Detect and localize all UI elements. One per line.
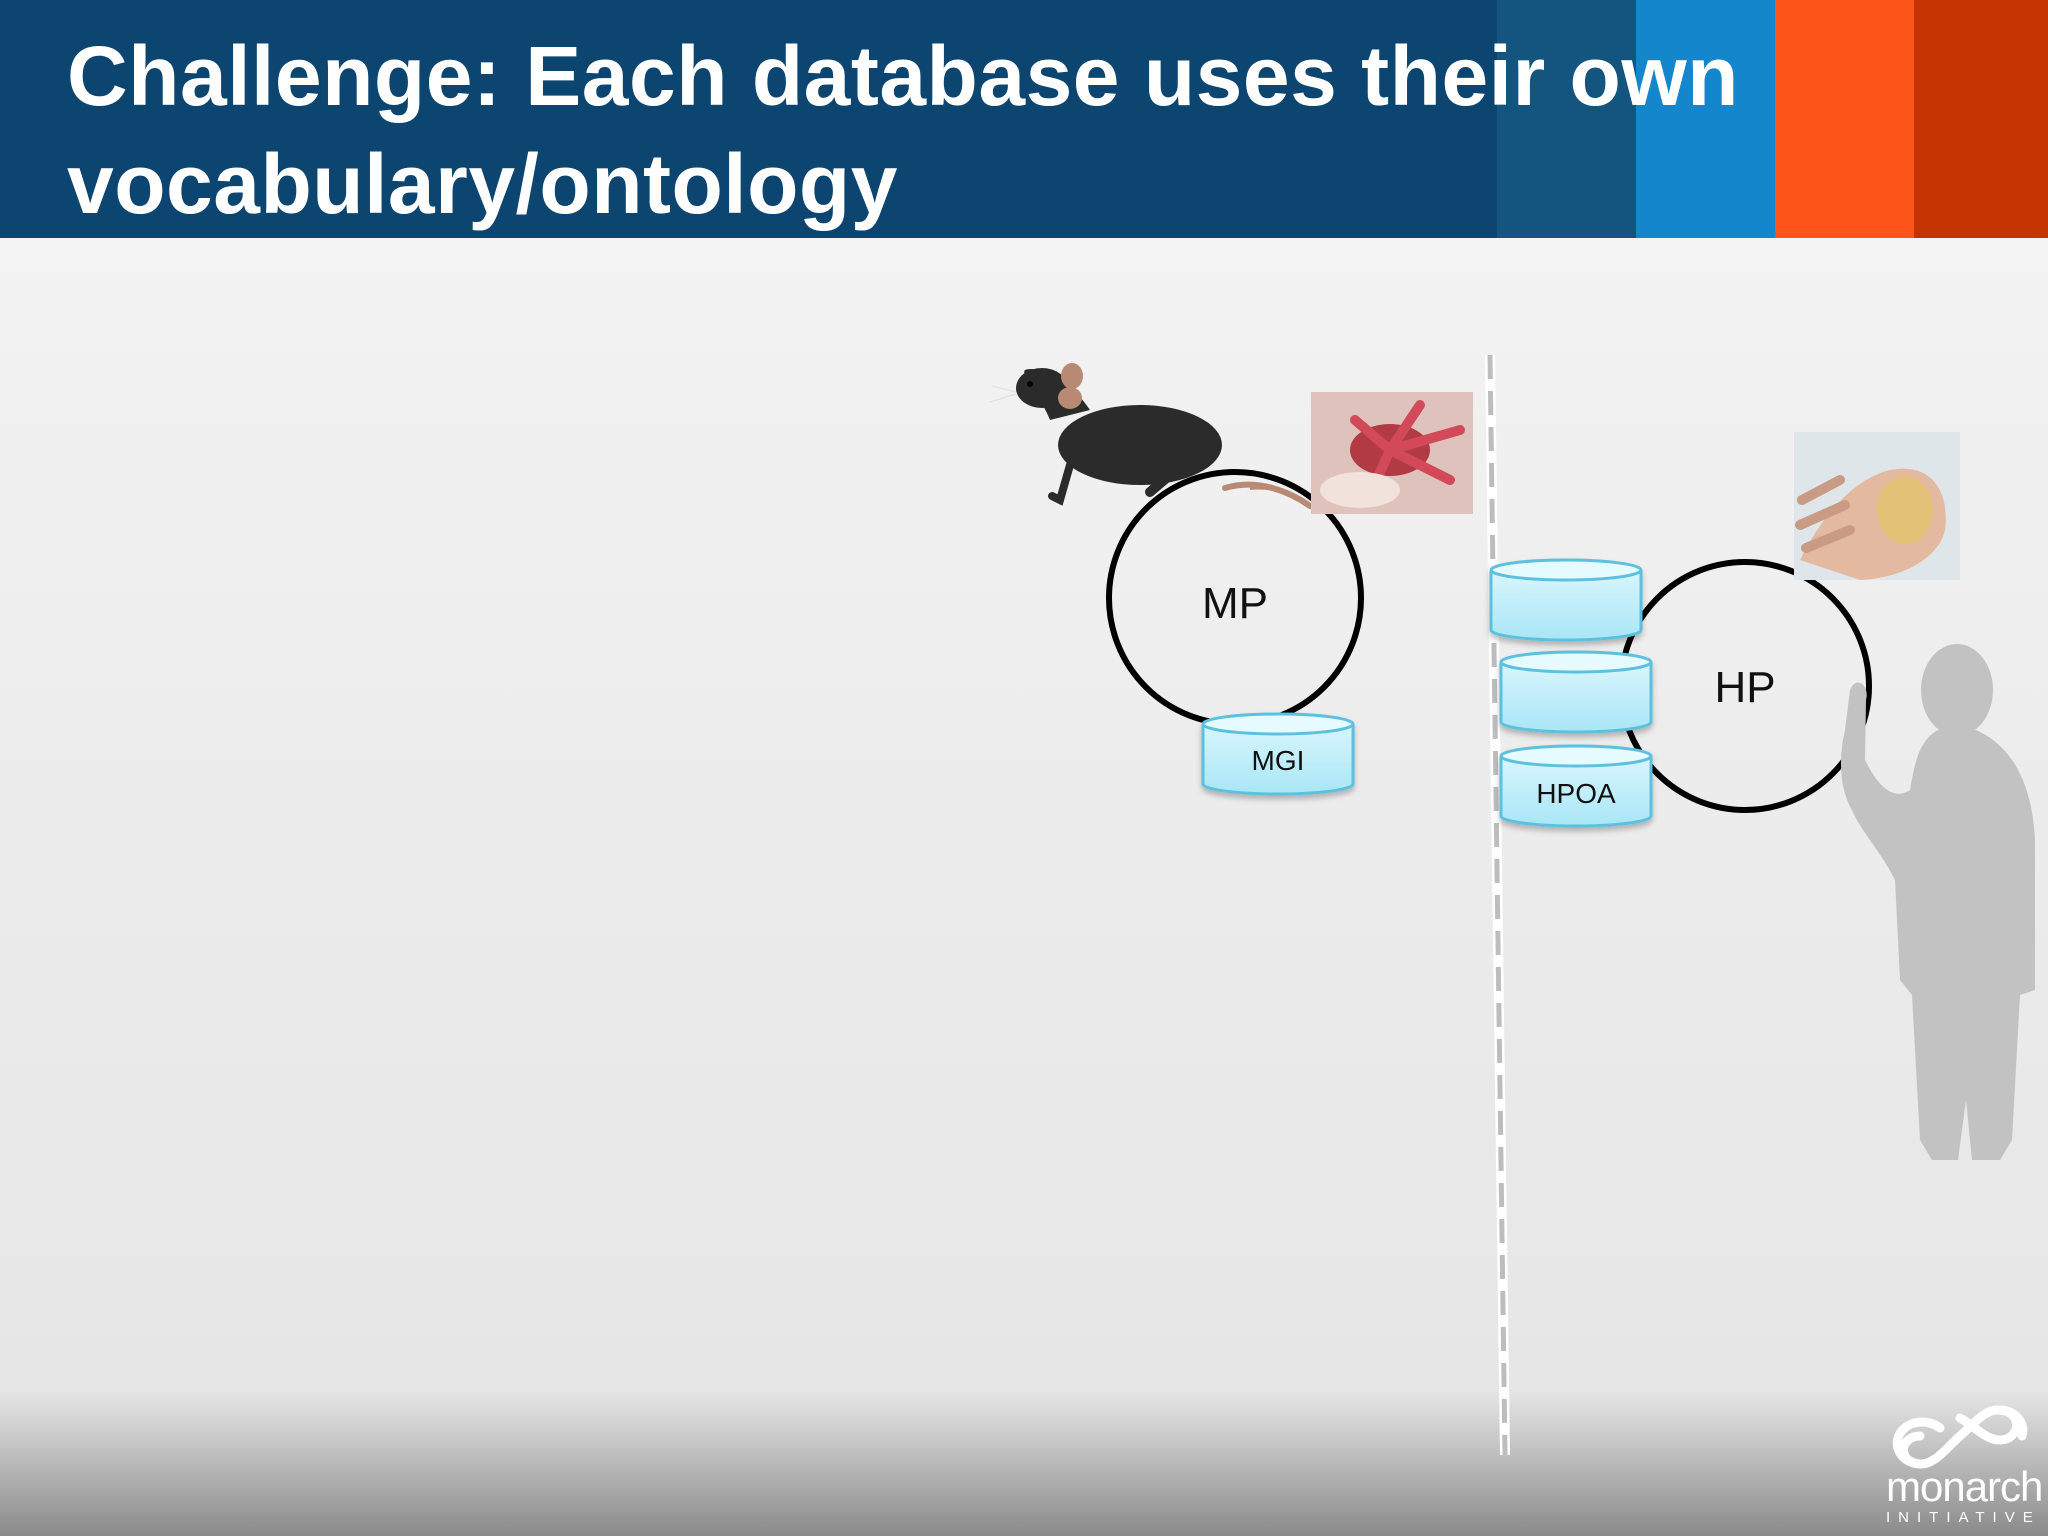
accent-band-darkblue: [1497, 0, 1636, 238]
monarch-infinity-icon: [1892, 1405, 2028, 1469]
hpoa-database: [1499, 744, 1653, 828]
human-silhouette-icon: [1840, 644, 2035, 1160]
title-line-1: Challenge: Each database uses their own: [67, 29, 1739, 123]
title-line-2: vocabulary/ontology: [67, 137, 898, 231]
divider-dashed-line: [1487, 354, 1508, 1456]
mouse-icon: [989, 363, 1313, 509]
mgi-label: MGI: [1252, 745, 1305, 776]
slide-title: Challenge: Each database uses their own …: [67, 22, 1967, 238]
accent-band-red: [1914, 0, 2048, 238]
mgi-database: [1201, 712, 1355, 796]
mouse-paw-photo: [1311, 392, 1473, 514]
accent-band-blue: [1636, 0, 1775, 238]
human-database-1: [1489, 558, 1643, 642]
hp-label: HP: [1714, 663, 1775, 712]
human-hand-photo: [1794, 432, 1960, 580]
monarch-logo-text: monarch: [1886, 1463, 2043, 1510]
monarch-logo-subtext: INITIATIVE: [1886, 1509, 2041, 1526]
mp-label: MP: [1202, 579, 1268, 628]
human-database-2: [1499, 650, 1653, 734]
hpoa-label: HPOA: [1536, 778, 1616, 809]
accent-band-orange: [1775, 0, 1914, 238]
title-bar: Challenge: Each database uses their own …: [0, 0, 2048, 238]
